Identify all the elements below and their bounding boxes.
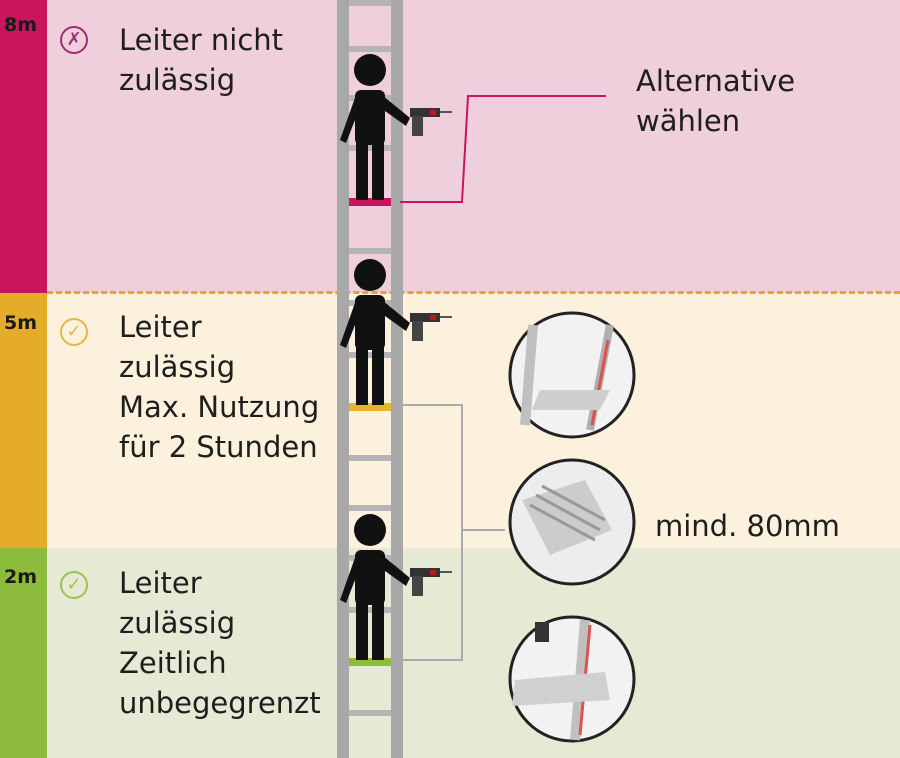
zone-bot-line2: zulässig	[119, 606, 236, 640]
cross-circle-icon: ✗	[60, 26, 88, 54]
zone-unlimited-use	[0, 548, 900, 758]
height-label-5m: 5m	[4, 312, 38, 334]
height-label-2m: 2m	[4, 566, 38, 588]
zone-top-text: Leiter nicht zulässig	[119, 20, 283, 100]
zone-bot-text: Leiter zulässig Zeitlich unbegegrenzt	[119, 563, 321, 723]
zone-top-line1: Leiter nicht	[119, 23, 284, 57]
height-bar-green	[0, 548, 47, 758]
zone-mid-line1: Leiter	[119, 310, 202, 344]
callout-bracket	[400, 404, 463, 661]
zone-limited-use	[0, 293, 900, 548]
zone-bot-line1: Leiter	[119, 566, 202, 600]
callout-alternative-line2: wählen	[636, 104, 741, 138]
ladder-detail-circle-middle	[508, 458, 636, 586]
zone-mid-text: Leiter zulässig Max. Nutzung für 2 Stund…	[119, 307, 319, 467]
zone-divider-dashed	[47, 291, 900, 294]
callout-step-depth: mind. 80mm	[655, 509, 840, 543]
step-marker-red	[349, 198, 391, 206]
callout-alternative-line1: Alternative	[636, 64, 796, 98]
zone-not-allowed	[0, 0, 900, 293]
height-bar-red	[0, 0, 47, 293]
height-label-8m: 8m	[4, 14, 38, 36]
zone-bot-line4: unbegegrenzt	[119, 686, 321, 720]
step-marker-green	[349, 658, 391, 666]
zone-top-line2: zulässig	[119, 63, 236, 97]
height-bar-amber	[0, 293, 47, 548]
zone-bot-line3: Zeitlich	[119, 646, 227, 680]
check-circle-icon: ✓	[60, 318, 88, 346]
ladder-detail-circle-bottom	[508, 615, 636, 743]
callout-line-alternative	[400, 95, 606, 203]
zone-mid-line3: Max. Nutzung	[119, 390, 320, 424]
callout-alternative: Alternative wählen	[636, 61, 795, 141]
zone-mid-line4: für 2 Stunden	[119, 430, 318, 464]
step-marker-amber	[349, 403, 391, 411]
zone-mid-line2: zulässig	[119, 350, 236, 384]
check-circle-icon: ✓	[60, 571, 88, 599]
ladder-detail-circle-top	[508, 311, 636, 439]
